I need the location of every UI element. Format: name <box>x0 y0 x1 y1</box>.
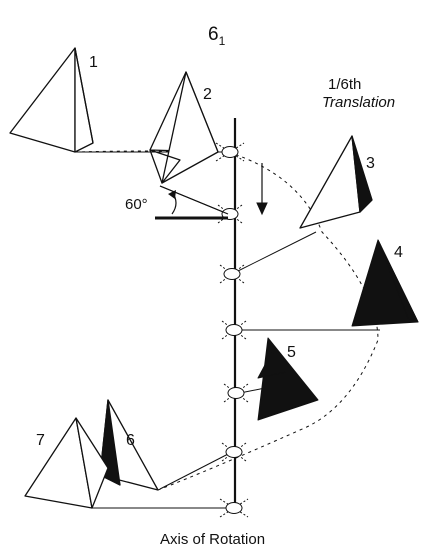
axis-point-2 <box>217 204 243 224</box>
axis-label: Axis of Rotation <box>160 531 265 548</box>
axis-point-7 <box>219 498 249 518</box>
label-5: 5 <box>287 344 296 361</box>
axis-points <box>215 142 249 518</box>
label-4: 4 <box>394 244 403 261</box>
pyramid-1 <box>9 47 94 153</box>
label-2: 2 <box>203 86 212 103</box>
label-7: 7 <box>36 432 45 449</box>
diagram-title: 61 <box>208 24 226 48</box>
translation-label-line1: 1/6th <box>328 76 361 93</box>
label-1: 1 <box>89 54 98 71</box>
translation-label-line2: Translation <box>322 94 395 111</box>
axis-point-3 <box>219 264 245 284</box>
label-6: 6 <box>126 432 135 449</box>
axis-point-1 <box>215 142 245 162</box>
axis-point-4 <box>221 320 247 340</box>
label-3: 3 <box>366 155 375 172</box>
pyramid-4 <box>351 239 419 327</box>
title-subscript: 1 <box>219 34 226 48</box>
translation-arrow <box>256 163 268 216</box>
angle-label: 60° <box>125 196 148 213</box>
axis-point-6 <box>221 442 247 462</box>
angle-marker <box>155 185 229 220</box>
pyramid-3 <box>299 135 373 229</box>
pyramid-2 <box>149 71 219 184</box>
title-main: 6 <box>208 24 219 45</box>
axis-point-5 <box>223 383 249 403</box>
pyramid-5 <box>257 337 319 421</box>
pyramid-7 <box>24 417 109 509</box>
